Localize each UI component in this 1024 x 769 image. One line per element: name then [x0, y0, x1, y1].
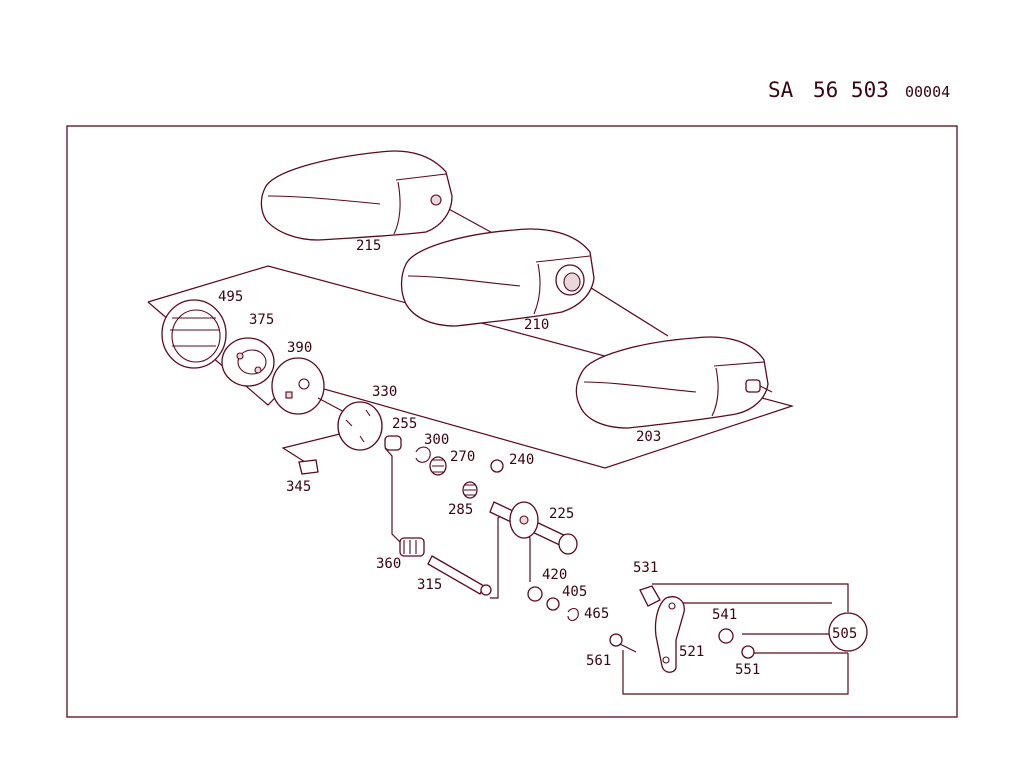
label-240: 240 — [509, 452, 534, 468]
shaft-315-tip — [480, 584, 492, 596]
document-header: SA 56 503 00004 — [768, 78, 950, 102]
label-210: 210 — [524, 317, 549, 333]
spring-285-coils — [464, 484, 476, 496]
housing-203-contour — [583, 361, 765, 417]
leader-360 — [384, 447, 407, 549]
housing-210-body — [400, 228, 595, 327]
housing-215-mount-hole — [430, 194, 442, 206]
lever-mechanism — [609, 585, 868, 673]
label-531: 531 — [633, 560, 658, 576]
gear-561 — [609, 633, 623, 647]
body-375-pin-b — [254, 366, 262, 374]
spring-360 — [399, 537, 425, 557]
small-parts — [298, 435, 504, 596]
label-551: 551 — [735, 662, 760, 678]
label-215: 215 — [356, 238, 381, 254]
washers — [527, 586, 579, 622]
drawing-frame — [66, 125, 958, 718]
clip-345 — [298, 459, 319, 475]
lever-plate-hole-top — [668, 602, 676, 610]
doc-sheet-number: 00004 — [905, 83, 950, 101]
disc-330-slots — [345, 409, 371, 443]
nut-551 — [741, 645, 755, 659]
housing-215-contour — [267, 173, 447, 235]
housing-203-stud-tip — [759, 385, 773, 393]
plate-390-slot — [285, 391, 293, 399]
bezel-ring-495 — [161, 299, 227, 369]
part-labels: 215 210 203 495 375 390 330 255 300 270 … — [218, 238, 857, 678]
label-315: 315 — [417, 577, 442, 593]
mirror-housing-203 — [575, 336, 773, 429]
mirror-housing-210 — [400, 228, 595, 327]
plate-390-outer — [271, 357, 325, 415]
label-420: 420 — [542, 567, 567, 583]
label-495: 495 — [218, 289, 243, 305]
disc-330-body — [337, 401, 383, 451]
label-360: 360 — [376, 556, 401, 572]
bracket-531 — [639, 585, 661, 607]
label-255: 255 — [392, 416, 417, 432]
leader-505-561 — [622, 650, 849, 695]
snap-ring-300 — [415, 446, 431, 463]
adjuster-body-375 — [221, 337, 275, 387]
base-plate-390 — [271, 357, 349, 415]
housing-203-body — [575, 336, 769, 429]
shaft-225-gear — [558, 533, 578, 555]
plate-390-center-hole — [298, 378, 310, 390]
ring-495-inner — [171, 309, 221, 363]
label-465: 465 — [584, 606, 609, 622]
bracket-main-assembly — [147, 265, 795, 469]
label-390: 390 — [287, 340, 312, 356]
shaft-225-flange-hole — [519, 515, 529, 525]
lever-plate-521 — [654, 596, 685, 673]
washer-420 — [527, 586, 543, 602]
clip-465 — [567, 607, 579, 622]
bushing-255 — [384, 435, 402, 451]
label-330: 330 — [372, 384, 397, 400]
callout-505-circle — [828, 612, 868, 652]
label-345: 345 — [286, 479, 311, 495]
label-300: 300 — [424, 432, 449, 448]
ring-495-outer — [161, 299, 227, 369]
lever-plate-hole-bottom — [662, 656, 670, 664]
housing-210-contour — [407, 255, 591, 315]
nut-240 — [490, 459, 504, 473]
doc-number: 56 503 — [813, 78, 889, 102]
washer-405 — [546, 597, 560, 611]
mirror-housing-215 — [260, 150, 453, 241]
leader-315 — [490, 509, 511, 599]
shaft-assembly-225 — [489, 501, 578, 555]
housing-215-body — [260, 150, 453, 241]
label-521: 521 — [679, 644, 704, 660]
label-505: 505 — [832, 626, 857, 642]
label-285: 285 — [448, 502, 473, 518]
disc-330 — [337, 401, 383, 451]
label-561: 561 — [586, 653, 611, 669]
star-washer-541 — [718, 628, 734, 644]
label-375: 375 — [249, 312, 274, 328]
doc-prefix: SA — [768, 78, 794, 102]
housing-203-pivot-stud — [745, 379, 761, 393]
label-225: 225 — [549, 506, 574, 522]
body-375-outer — [221, 337, 275, 387]
spring-270-coils — [432, 459, 444, 473]
shaft-315 — [427, 555, 485, 595]
label-270: 270 — [450, 449, 475, 465]
gear-561-shaft — [619, 643, 637, 653]
leader-505-531 — [652, 583, 849, 612]
spring-360-coils — [403, 540, 417, 554]
label-405: 405 — [562, 584, 587, 600]
label-203: 203 — [636, 429, 661, 445]
leader-345 — [281, 429, 357, 463]
housing-210-socket-inner — [563, 272, 581, 292]
body-375-hub — [237, 349, 267, 375]
body-375-pin-a — [236, 352, 244, 360]
ring-495-ribs — [170, 317, 220, 347]
label-541: 541 — [712, 607, 737, 623]
